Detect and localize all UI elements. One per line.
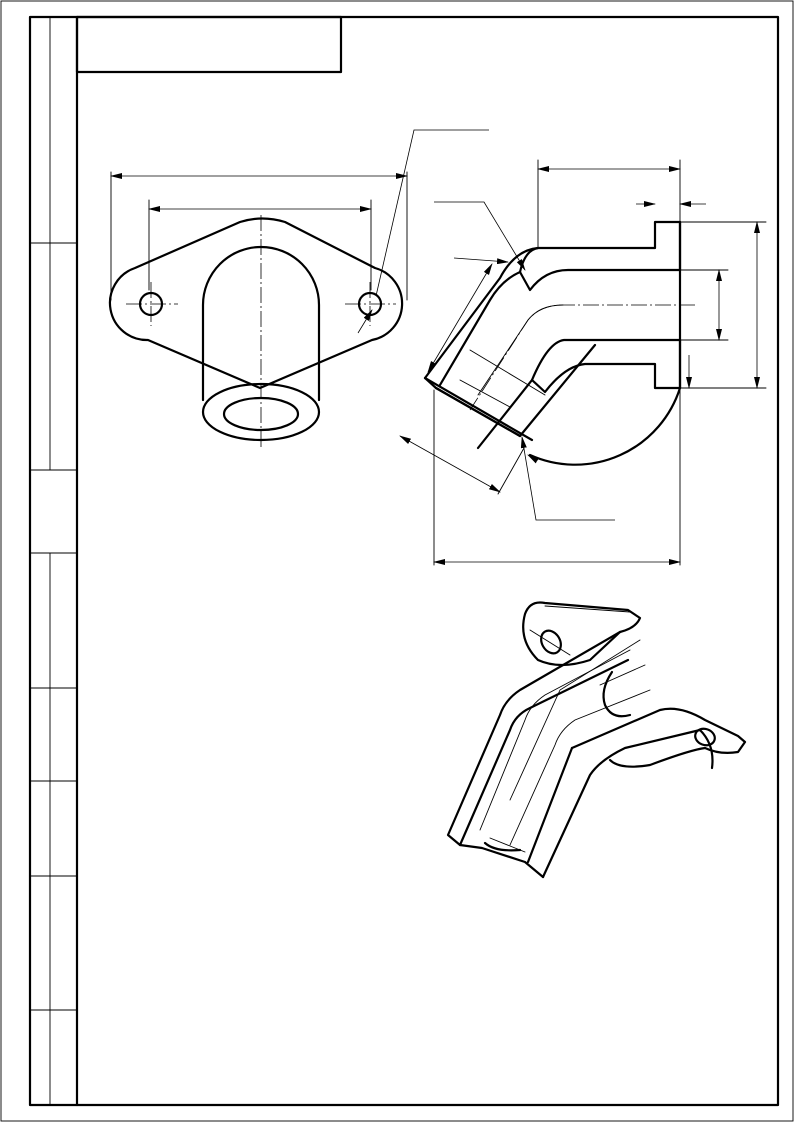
radius-leader-top xyxy=(434,201,526,271)
elbow-upper xyxy=(446,630,630,847)
flange-outline xyxy=(108,217,404,390)
upper-wall-section xyxy=(518,220,682,292)
pipe-diameter-dim xyxy=(399,435,501,493)
isometric-view xyxy=(446,601,747,879)
title-box xyxy=(75,15,343,74)
lower-wall-section xyxy=(530,338,682,394)
flange-arc xyxy=(528,386,682,466)
top-view xyxy=(108,129,489,450)
slant-length-dim xyxy=(427,263,493,373)
hole-leader xyxy=(357,309,373,334)
radius-leader-bottom xyxy=(520,436,615,521)
section-view xyxy=(399,159,767,566)
lower-flange xyxy=(570,707,747,754)
